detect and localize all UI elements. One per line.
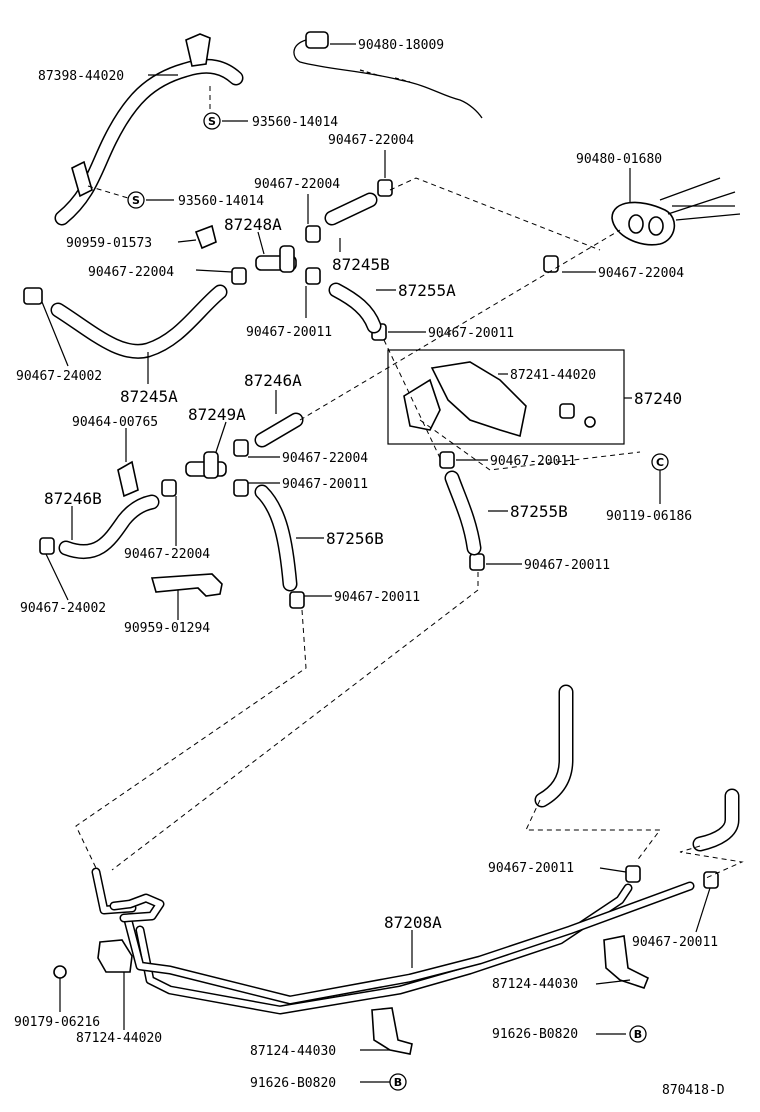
tee-87248A (255, 245, 297, 273)
label-87245B: 87245B (332, 255, 390, 274)
label-90467-20011-c: 90467-20011 (282, 477, 368, 492)
diagram-id: 870418-D (662, 1083, 725, 1098)
label-87246B: 87246B (44, 489, 102, 508)
svg-text:C: C (656, 456, 664, 469)
label-93560-14014-b: 93560-14014 (178, 194, 264, 209)
tag-c-1: C (651, 453, 669, 471)
tag-b-1: B (629, 1025, 647, 1043)
label-87255A: 87255A (398, 281, 456, 300)
svg-text:S: S (132, 194, 140, 207)
svg-text:B: B (394, 1076, 402, 1089)
label-90467-20011-h: 90467-20011 (632, 935, 718, 950)
label-90467-20011-g: 90467-20011 (488, 861, 574, 876)
tag-s-1: S (203, 112, 221, 130)
dashed-connection-lines (75, 86, 744, 879)
label-87245A: 87245A (120, 387, 178, 406)
label-90467-20011-a: 90467-20011 (246, 325, 332, 340)
label-91626-B0820-a: 91626-B0820 (492, 1027, 578, 1042)
grommet-90480-01680 (611, 177, 741, 246)
hose-87245A (50, 284, 228, 359)
clip-icons (23, 179, 719, 889)
leader-lines (41, 43, 711, 1083)
label-90467-20011-d: 90467-20011 (490, 454, 576, 469)
bracket-87124-44030-right (603, 935, 650, 989)
pipe-segments-right (534, 684, 740, 852)
bracket-87124-44020 (97, 939, 133, 973)
label-90467-22004-e: 90467-22004 (282, 451, 368, 466)
label-90467-22004-d: 90467-22004 (598, 266, 684, 281)
label-87208A: 87208A (384, 913, 442, 932)
label-87246A: 87246A (244, 371, 302, 390)
label-90467-20011-f: 90467-20011 (524, 558, 610, 573)
label-87124-44020: 87124-44020 (76, 1031, 162, 1046)
label-93560-14014-a: 93560-14014 (252, 115, 338, 130)
label-90179-06216: 90179-06216 (14, 1015, 100, 1030)
label-90467-22004-b: 90467-22004 (254, 177, 340, 192)
pipe-87398-44020 (54, 33, 244, 226)
bracket-87124-44030-center (371, 1007, 413, 1055)
label-90464-00765: 90464-00765 (72, 415, 158, 430)
label-90467-24002-b: 90467-24002 (20, 601, 106, 616)
hose-87255B (444, 470, 482, 556)
sensor-90480-18009 (293, 31, 483, 119)
label-90467-24002-a: 90467-24002 (16, 369, 102, 384)
label-90467-22004-f: 90467-22004 (124, 547, 210, 562)
label-87240: 87240 (634, 389, 682, 408)
part-labels: 87398-44020 90480-18009 93560-14014 9046… (14, 38, 725, 1098)
label-90959-01294: 90959-01294 (124, 621, 210, 636)
nut-90179-06216 (53, 965, 67, 979)
label-87256B: 87256B (326, 529, 384, 548)
svg-text:S: S (208, 115, 216, 128)
svg-text:B: B (634, 1028, 642, 1041)
label-90467-20011-b: 90467-20011 (428, 326, 514, 341)
pipe-assembly-87208A (91, 867, 695, 1015)
label-90467-22004-c: 90467-22004 (88, 265, 174, 280)
tee-87249A (185, 451, 227, 479)
hose-87256B (254, 484, 298, 592)
label-90480-18009: 90480-18009 (358, 38, 444, 53)
hose-87255A (328, 282, 382, 334)
hose-87245B (324, 192, 378, 226)
label-87255B: 87255B (510, 502, 568, 521)
hose-87246A (254, 412, 304, 448)
bracket-90959-01294 (150, 573, 223, 597)
label-90480-01680: 90480-01680 (576, 152, 662, 167)
label-90959-01573: 90959-01573 (66, 236, 152, 251)
label-87124-44030-b: 87124-44030 (250, 1044, 336, 1059)
label-91626-B0820-b: 91626-B0820 (250, 1076, 336, 1091)
valve-assembly-87240 (387, 349, 667, 469)
label-90119-06186: 90119-06186 (606, 509, 692, 524)
label-87124-44030-a: 87124-44030 (492, 977, 578, 992)
label-90467-20011-e: 90467-20011 (334, 590, 420, 605)
tag-s-2: S (127, 191, 145, 209)
hose-87246B (58, 494, 160, 560)
label-87241-44020: 87241-44020 (510, 368, 596, 383)
label-87249A: 87249A (188, 405, 246, 424)
tag-b-2: B (389, 1073, 407, 1091)
label-87248A: 87248A (224, 215, 282, 234)
clamp-90464-00765 (117, 460, 139, 498)
label-90467-22004-a: 90467-22004 (328, 133, 414, 148)
clamp-90959-01573 (194, 224, 217, 250)
label-87398-44020: 87398-44020 (38, 69, 124, 84)
